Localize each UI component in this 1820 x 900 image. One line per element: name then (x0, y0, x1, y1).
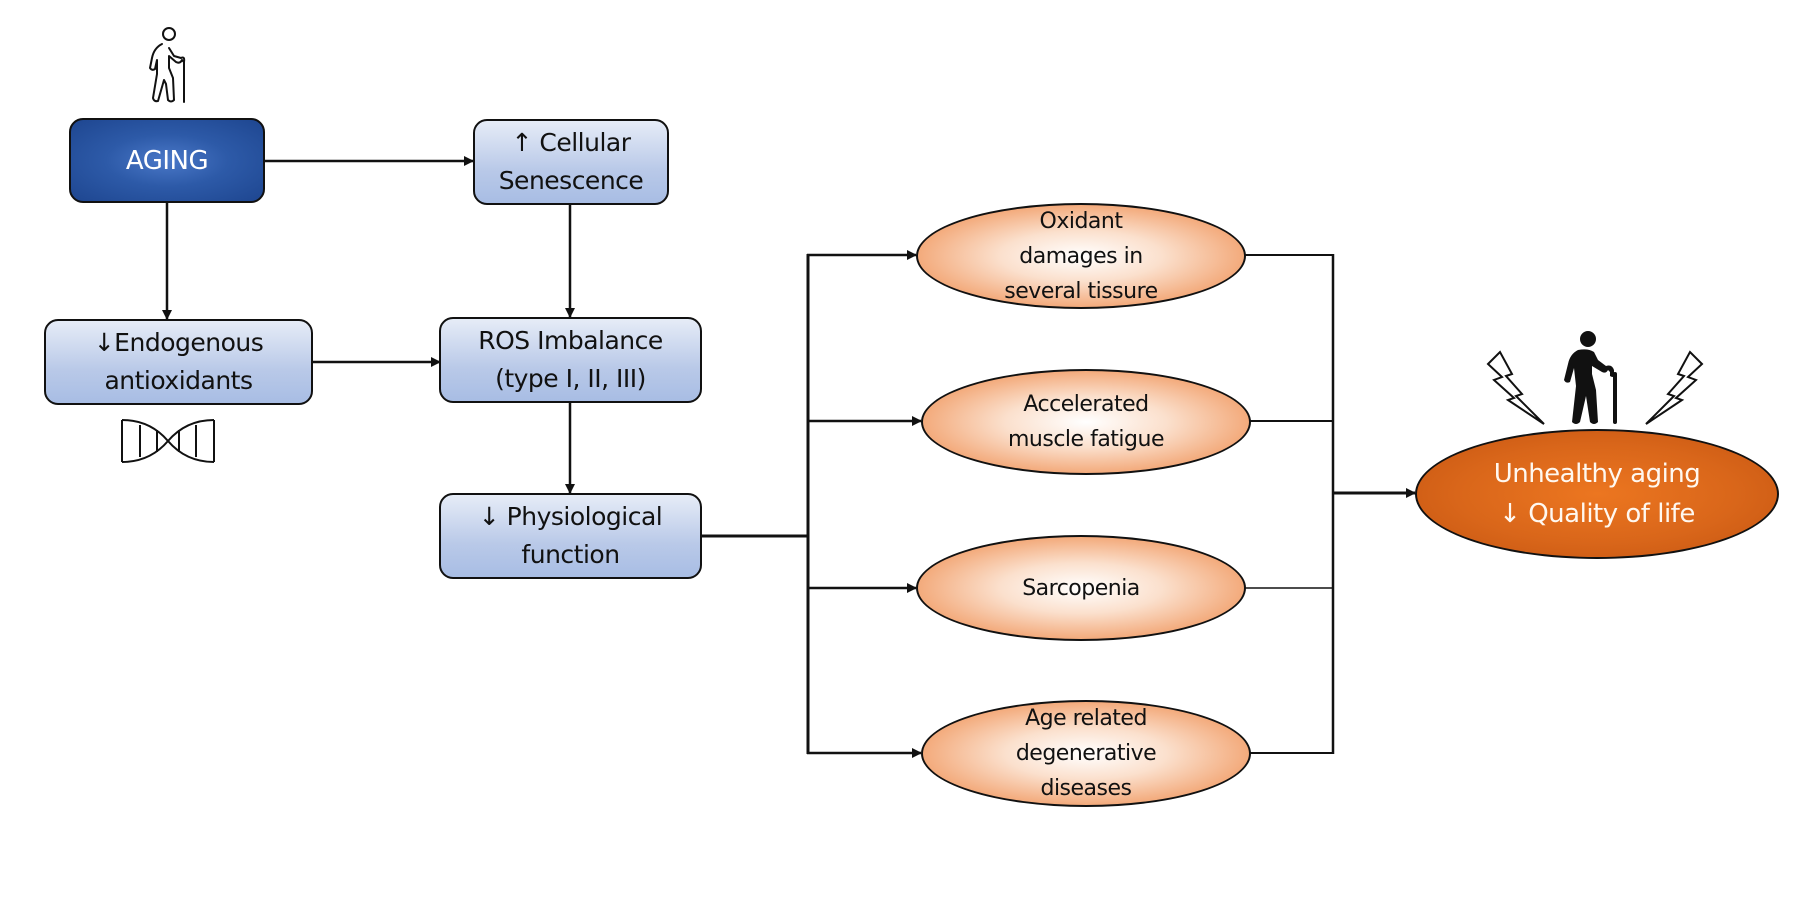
node-aging: AGING (69, 118, 265, 203)
node-degenerative-diseases: Age related degenerative diseases (921, 700, 1251, 807)
node-cellular-senescence-label: ↑ Cellular Senescence (498, 128, 644, 195)
node-unhealthy-aging-label: Unhealthy aging ↓ Quality of life (1493, 459, 1701, 529)
node-unhealthy-aging: Unhealthy aging ↓ Quality of life (1415, 429, 1779, 559)
node-sarcopenia-label: Sarcopenia (1022, 575, 1140, 601)
node-muscle-fatigue: Accelerated muscle fatigue (921, 369, 1251, 475)
lightning-bolt-left-icon (1486, 350, 1545, 425)
node-ros-imbalance: ROS Imbalance (type I, II, III) (439, 317, 702, 403)
dna-icon (121, 419, 215, 463)
node-muscle-fatigue-label: Accelerated muscle fatigue (1008, 392, 1164, 452)
elderly-person-outline-icon (149, 27, 186, 103)
node-aging-label: AGING (125, 145, 209, 176)
node-ros-imbalance-label: ROS Imbalance (type I, II, III) (478, 326, 663, 393)
node-physiological-function: ↓ Physiological function (439, 493, 702, 579)
node-endogenous-antioxidants: ↓Endogenous antioxidants (44, 319, 313, 405)
node-endogenous-antioxidants-label: ↓Endogenous antioxidants (93, 328, 264, 395)
lightning-bolt-right-icon (1645, 350, 1704, 425)
node-oxidant-damages: Oxidant damages in several tissure (916, 203, 1246, 309)
node-degenerative-diseases-label: Age related degenerative diseases (1015, 706, 1157, 801)
node-physiological-function-label: ↓ Physiological function (478, 502, 663, 569)
node-sarcopenia: Sarcopenia (916, 535, 1246, 641)
elderly-person-solid-icon (1564, 331, 1617, 424)
node-oxidant-damages-label: Oxidant damages in several tissure (1004, 208, 1158, 304)
node-cellular-senescence: ↑ Cellular Senescence (473, 119, 669, 205)
